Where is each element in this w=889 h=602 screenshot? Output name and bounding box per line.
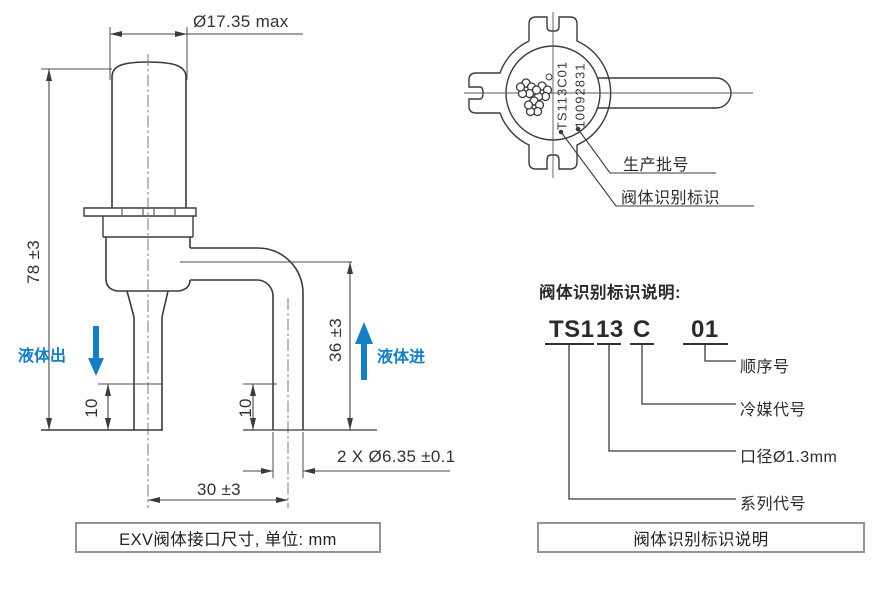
marking-batch-text: 10092831: [572, 62, 588, 129]
liquid-out-arrow-icon: [88, 326, 104, 376]
legend-caption-box: 阀体识别标识说明: [537, 522, 865, 553]
legend-label-bore: 口径Ø1.3mm: [740, 449, 838, 466]
valve-side-view-outline: [83, 61, 304, 430]
dim-tube-diameter-label: 2 X Ø6.35 ±0.1: [337, 447, 456, 466]
callout-id-mark-label: 阀体识别标识: [621, 190, 721, 207]
side-view-caption: EXV阀体接口尺寸, 单位: mm: [119, 530, 337, 549]
dim-in-insert-label: 10: [236, 398, 255, 418]
dim-tube-span-label: 30 ±3: [197, 480, 241, 499]
legend-label-sequence: 顺序号: [740, 359, 790, 376]
code-segment-sequence: 01: [691, 316, 719, 343]
centerlines: [147, 54, 289, 508]
dim-inlet-rise-label: 36 ±3: [326, 318, 345, 362]
liquid-in-label: 液体进: [377, 349, 426, 366]
callout-batch-label: 生产批号: [623, 157, 690, 174]
legend-connectors: [568, 345, 736, 500]
legend-label-refrigerant: 冷媒代号: [740, 402, 807, 419]
marking-code-text: TS113C01: [554, 60, 570, 131]
dim-diameter-label: Ø17.35 max: [193, 12, 289, 31]
callout-leaders: [558, 126, 754, 207]
brand-logo-icon: [515, 73, 553, 117]
code-segment-bore: 13: [596, 316, 624, 343]
code-segment-series: TS1: [549, 316, 595, 343]
dim-out-insert-label: 10: [82, 398, 101, 418]
legend-label-series: 系列代号: [740, 496, 807, 513]
legend-caption: 阀体识别标识说明: [633, 530, 769, 549]
dim-height-label: 78 ±3: [24, 240, 43, 284]
code-segment-refrigerant: C: [633, 316, 651, 343]
dimension-lines: [46, 31, 450, 503]
liquid-in-arrow-icon: [355, 322, 373, 380]
liquid-out-label: 液体出: [18, 348, 67, 365]
top-view-crosshair: [464, 12, 753, 178]
side-view-caption-box: EXV阀体接口尺寸, 单位: mm: [75, 522, 381, 553]
legend-heading: 阀体识别标识说明:: [539, 284, 681, 302]
